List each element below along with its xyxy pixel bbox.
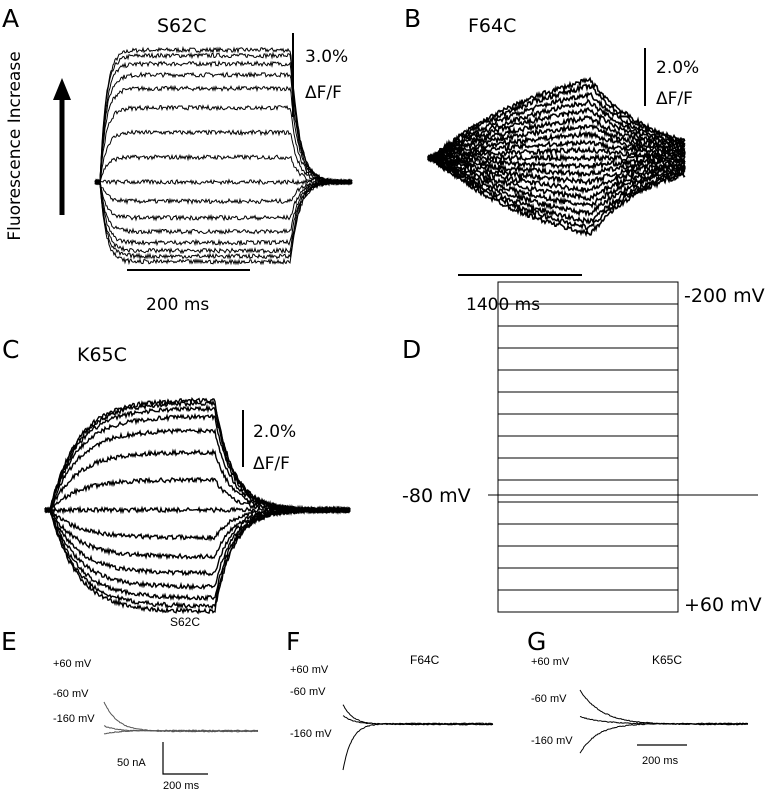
- panel-a-trace: [94, 51, 353, 184]
- panel-e-title: S62C: [170, 615, 200, 629]
- panel-b-scale-unit: ΔF/F: [656, 89, 693, 109]
- panel-label-d: D: [402, 335, 421, 364]
- panel-e-current-trace: [103, 729, 259, 735]
- panel-c-trace: [44, 476, 351, 515]
- panel-g-current-trace: [579, 689, 748, 726]
- panel-b-traces: [427, 76, 686, 238]
- panel-label-g: G: [527, 627, 546, 656]
- panel-b-title: F64C: [468, 15, 516, 37]
- voltage-protocol: [488, 281, 758, 613]
- panel-f-traces: [342, 704, 494, 771]
- panel-label-f: F: [286, 627, 300, 656]
- panel-e-time-label: 200 ms: [163, 780, 200, 792]
- panel-f-current-trace: [342, 722, 494, 771]
- panel-c-traces: [44, 396, 351, 615]
- panel-a-traces: [94, 45, 353, 266]
- panel-f-title: F64C: [410, 653, 440, 667]
- panel-g-title: K65C: [652, 653, 682, 667]
- panel-g-label-neg60: -60 mV: [531, 693, 567, 705]
- panel-b-trace: [427, 115, 686, 163]
- panel-c-trace: [44, 403, 351, 515]
- panel-f-label-pos60: +60 mV: [290, 664, 329, 676]
- panel-c-trace: [44, 412, 351, 514]
- panel-b-trace: [427, 91, 686, 162]
- y-axis-note: Fluorescence Increase: [5, 51, 25, 240]
- arrow-head-icon: [53, 78, 71, 100]
- panel-label-a: A: [2, 4, 19, 33]
- panel-f-label-neg160: -160 mV: [290, 728, 332, 740]
- panel-c-trace: [44, 427, 351, 515]
- panel-b-trace: [427, 152, 686, 164]
- panel-c-scale-unit: ΔF/F: [253, 454, 290, 474]
- panel-c-trace: [44, 505, 351, 577]
- panel-f-current-trace: [342, 704, 494, 726]
- panel-a-trace: [94, 179, 353, 255]
- panel-a-trace: [94, 178, 353, 266]
- panel-c-scale-pct: 2.0%: [253, 422, 296, 442]
- panel-e-label-neg160: -160 mV: [53, 713, 95, 725]
- panel-b-trace: [427, 83, 686, 162]
- panel-label-c: C: [2, 335, 19, 364]
- panel-b-time-label: 1400 ms: [466, 295, 540, 315]
- panel-e-label-pos60: +60 mV: [53, 658, 92, 670]
- panel-a-scale-unit: ΔF/F: [305, 83, 342, 103]
- panel-g-time-label: 200 ms: [642, 755, 679, 767]
- panel-e-scale-current: 50 nA: [117, 757, 146, 769]
- panel-g-label-pos60: +60 mV: [531, 656, 570, 668]
- panel-e-current-trace: [103, 701, 259, 733]
- panel-a-scale-pct: 3.0%: [305, 47, 348, 67]
- panel-f-current-trace: [342, 715, 494, 726]
- panel-e-label-neg60: -60 mV: [53, 688, 89, 700]
- panel-c-title: K65C: [77, 344, 127, 366]
- panel-b-trace: [427, 153, 686, 218]
- panel-f-label-neg60: -60 mV: [290, 686, 326, 698]
- protocol-holding-label: -80 mV: [402, 485, 471, 507]
- panel-a-trace: [94, 71, 353, 186]
- protocol-step-box: [497, 281, 679, 613]
- panel-a-trace: [94, 153, 353, 186]
- panel-g-current-trace: [579, 722, 749, 754]
- panel-b-trace: [427, 153, 686, 179]
- panel-label-b: B: [404, 4, 421, 33]
- panel-a-trace: [94, 179, 353, 205]
- panel-c-trace: [44, 505, 351, 615]
- panel-c-trace: [44, 506, 351, 602]
- panel-b-trace: [427, 106, 686, 163]
- panel-c-trace: [44, 399, 351, 514]
- panel-a-trace: [94, 45, 352, 185]
- panel-a-time-label: 200 ms: [146, 295, 209, 315]
- panel-g-current-trace: [579, 716, 749, 726]
- panel-b-trace: [427, 154, 686, 238]
- panel-a-trace: [94, 128, 353, 186]
- panel-e-scale-bar: [162, 742, 208, 775]
- panel-b-trace: [427, 154, 686, 186]
- panel-g-traces: [579, 689, 749, 754]
- panel-a-trace: [94, 60, 352, 186]
- panel-g-label-neg160: -160 mV: [531, 735, 573, 747]
- panel-a-title: S62C: [157, 15, 207, 37]
- protocol-top-label: -200 mV: [684, 285, 765, 307]
- panel-c-trace: [45, 505, 351, 561]
- panel-label-e: E: [1, 627, 17, 656]
- panel-b-trace: [427, 76, 685, 162]
- panel-e-traces: [103, 701, 259, 735]
- panel-a-trace: [94, 178, 353, 260]
- panel-a-trace: [94, 84, 353, 186]
- panel-a-trace: [94, 178, 353, 222]
- protocol-bottom-label: +60 mV: [684, 594, 762, 616]
- panel-a-trace: [94, 178, 353, 186]
- panel-c-trace: [44, 448, 351, 514]
- panel-b-trace: [427, 154, 686, 202]
- panel-b-scale-pct: 2.0%: [656, 58, 699, 78]
- panel-b-trace: [427, 138, 686, 162]
